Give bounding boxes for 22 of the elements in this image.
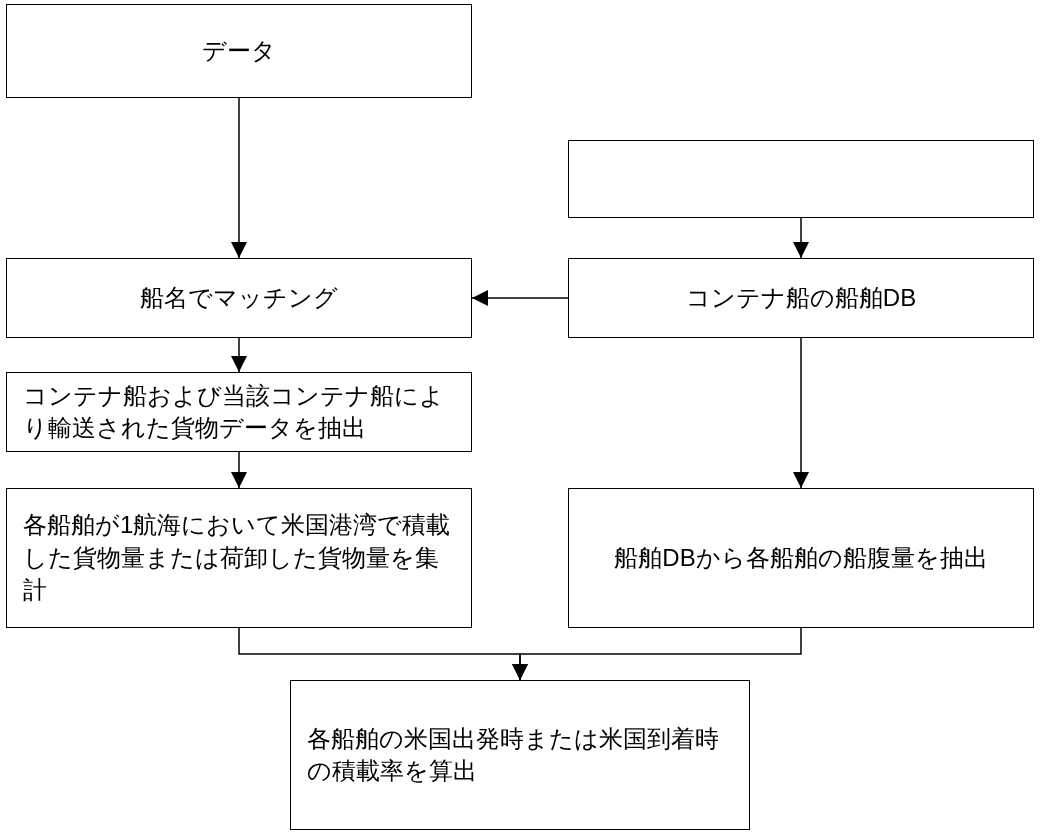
process-box	[6, 488, 472, 628]
step-text: 船舶DBから各船舶の船腹量を抽出	[614, 542, 988, 573]
arrow	[231, 97, 247, 259]
step-text: コンテナ船および当該コンテナ船により輸送された貨物データを抽出	[23, 380, 445, 443]
process-box	[568, 488, 1034, 628]
step-text: 各船舶が1航海において米国港湾で積載した貨物量または荷卸した貨物量を集計	[23, 510, 452, 606]
arrow	[231, 451, 247, 489]
process-box	[6, 258, 472, 338]
process-box	[290, 680, 750, 830]
arrow	[793, 337, 809, 489]
step-text: 船名でマッチング	[140, 282, 338, 313]
process-box	[6, 372, 472, 452]
step-text: 各船舶の米国出発時または米国到着時の積載率を算出	[307, 723, 720, 786]
arrow	[512, 627, 802, 681]
step-text: コンテナ船の船舶DB	[685, 282, 917, 313]
step-text: データ	[202, 35, 276, 66]
arrow	[471, 290, 569, 306]
process-box	[6, 4, 472, 98]
arrow	[231, 337, 247, 373]
process-box	[568, 140, 1034, 218]
process-box	[568, 258, 1034, 338]
arrow	[793, 217, 809, 259]
